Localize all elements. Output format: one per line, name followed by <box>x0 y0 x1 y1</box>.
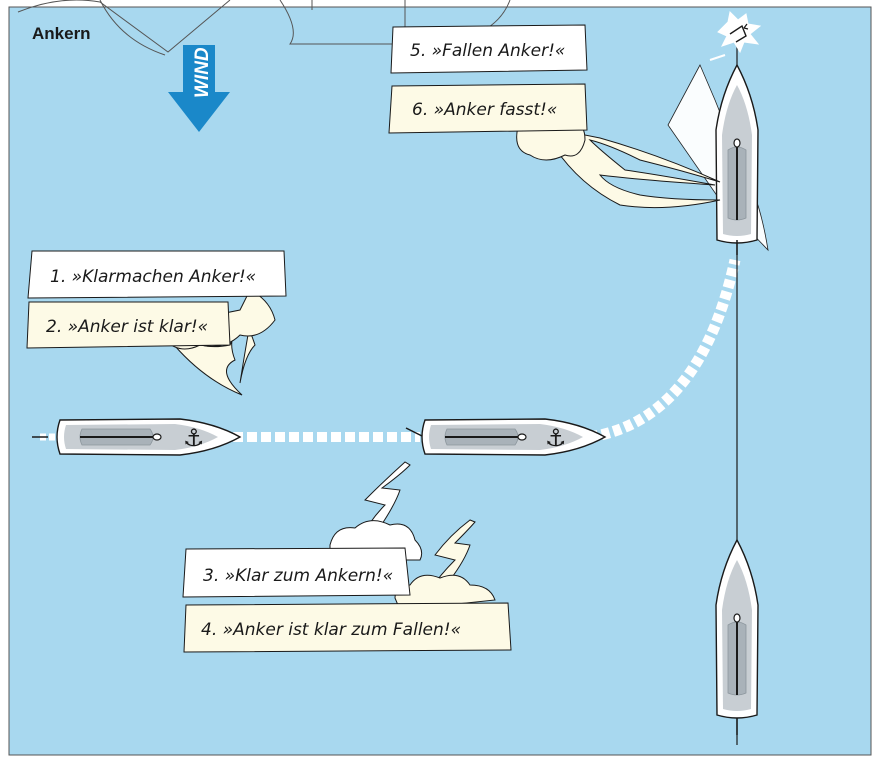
callout-6: 6. »Anker fasst!« <box>388 83 588 134</box>
splash-icon <box>709 10 762 61</box>
callout-4: 4. »Anker ist klar zum Fallen!« <box>183 602 512 653</box>
callout-6-text: 6. »Anker fasst!« <box>412 100 557 120</box>
anchored-boat-icon <box>667 40 769 255</box>
callout-4-text: 4. »Anker ist klar zum Fallen!« <box>201 620 461 640</box>
callout-3-text: 3. »Klar zum Ankern!« <box>203 566 393 586</box>
callout-2: 2. »Anker ist klar!« <box>26 301 231 349</box>
page-title: Ankern <box>32 24 91 43</box>
callout-3: 3. »Klar zum Ankern!« <box>182 547 411 598</box>
wind-arrow-icon: WIND <box>168 45 230 132</box>
wind-label: WIND <box>192 47 213 98</box>
callout-1-text: 1. »Klarmachen Anker!« <box>50 267 256 287</box>
callout-5: 5. »Fallen Anker!« <box>390 24 588 74</box>
callout-1: 1. »Klarmachen Anker!« <box>27 250 287 299</box>
callout-2-text: 2. »Anker ist klar!« <box>46 317 208 337</box>
anchor-icon: ⚓ <box>545 424 567 452</box>
callout-5-text: 5. »Fallen Anker!« <box>410 41 565 61</box>
anchor-icon: ⚓ <box>183 424 205 452</box>
